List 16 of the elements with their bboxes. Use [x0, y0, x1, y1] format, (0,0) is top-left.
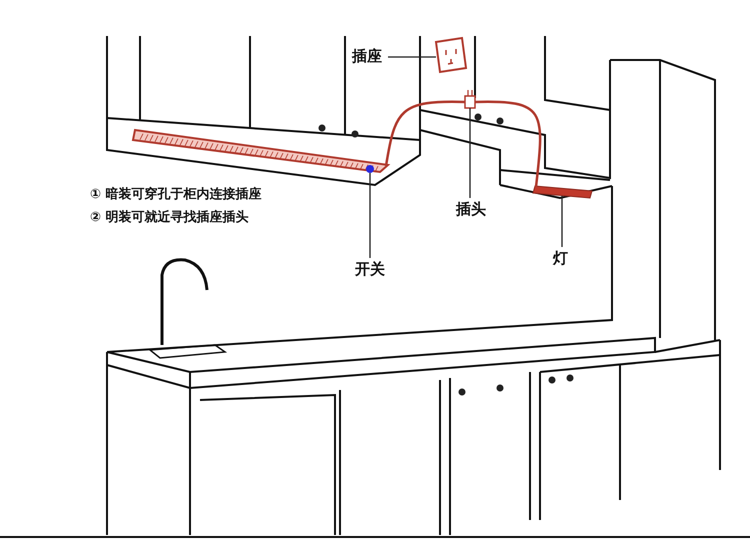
note-text: ② 明装可就近寻找插座插头	[90, 208, 249, 226]
leader-line	[561, 196, 563, 247]
callout-label: 灯	[553, 249, 568, 268]
wall-socket-icon	[434, 36, 468, 74]
lamp-strip	[532, 185, 593, 199]
leader-line	[469, 108, 471, 198]
leader-line	[388, 56, 436, 58]
wire	[384, 100, 466, 166]
switch-dot	[366, 165, 374, 173]
note-text: ① 暗装可穿孔于柜内连接插座	[90, 186, 262, 203]
plug-icon	[464, 89, 476, 109]
callout-label: 开关	[355, 260, 385, 279]
callout-label: 插座	[352, 47, 382, 66]
leader-line	[369, 173, 371, 258]
wire	[474, 100, 542, 188]
callout-label: 插头	[456, 200, 486, 219]
